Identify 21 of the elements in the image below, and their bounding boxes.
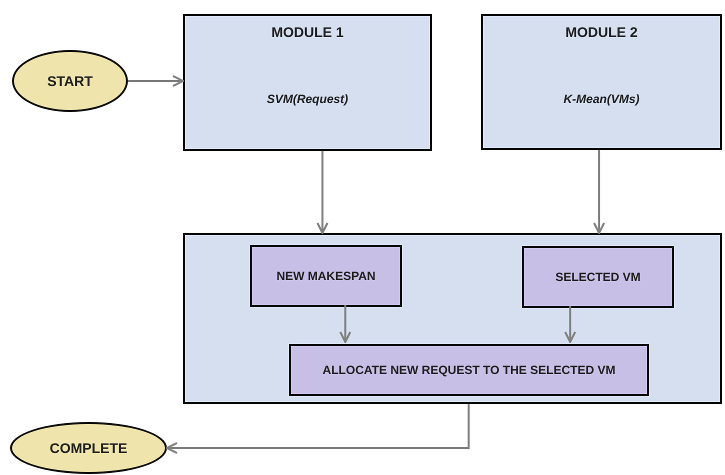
node-label: START: [47, 73, 93, 89]
module-box: [481, 14, 722, 150]
arrow: [339, 305, 352, 343]
node-label: ALLOCATE NEW REQUEST TO THE SELECTED VM: [322, 363, 616, 377]
module-title: MODULE 1: [271, 24, 344, 40]
arrow: [128, 75, 184, 87]
module-box: [183, 14, 432, 151]
arrow: [166, 404, 470, 454]
algorithm-label: K-Mean(VMs): [563, 92, 640, 106]
arrow: [316, 151, 328, 234]
arrow: [593, 150, 606, 234]
group-box: [183, 233, 722, 404]
node-label: SELECTED VM: [555, 270, 641, 284]
process-box: [289, 344, 649, 396]
process-box: [250, 245, 402, 307]
process-box: [522, 246, 674, 308]
arrow: [564, 306, 576, 343]
module-title: MODULE 2: [565, 24, 638, 40]
node-label: COMPLETE: [50, 440, 128, 456]
node-label: NEW MAKESPAN: [276, 269, 376, 283]
algorithm-label: SVM(Request): [266, 92, 348, 106]
